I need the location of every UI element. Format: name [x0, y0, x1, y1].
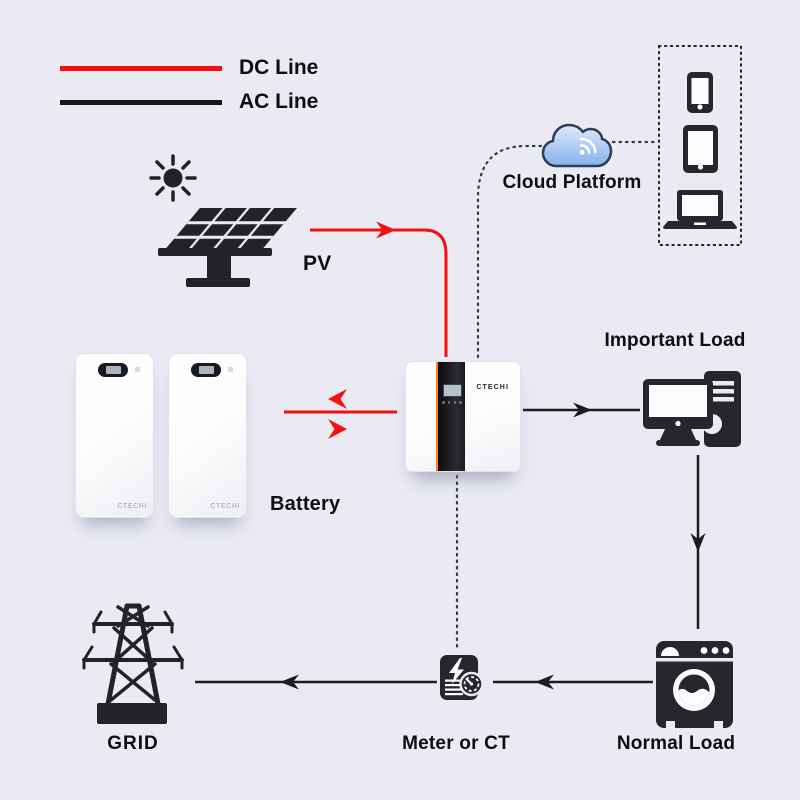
inverter-brand-logo: CTECHI — [476, 384, 509, 391]
dc-line-swatch — [60, 65, 222, 71]
ac-line-normal-load-to-meter — [493, 674, 653, 690]
battery-lcd — [105, 366, 121, 374]
battery-display — [191, 363, 221, 377]
client-devices-box — [658, 45, 742, 246]
inverter-front-panel — [436, 362, 465, 471]
dc-line-pv-to-inverter — [310, 221, 448, 357]
ac-line-important-to-normal-load — [690, 455, 706, 629]
ac-line-inverter-to-important-load — [523, 402, 640, 418]
battery-unit-1: CTECHI — [75, 353, 154, 518]
desktop-computer-icon — [643, 371, 741, 447]
transmission-tower-icon — [82, 603, 184, 724]
dc-line-label: DC Line — [239, 56, 319, 79]
ac-line-meter-to-grid — [195, 674, 437, 690]
smartphone-icon — [687, 72, 713, 113]
tablet-icon — [683, 125, 718, 173]
dc-line-battery-to-inverter — [284, 389, 397, 439]
battery-led — [135, 367, 140, 372]
washing-machine-icon — [656, 641, 733, 729]
laptop-icon — [663, 190, 737, 229]
meter-label: Meter or CT — [402, 733, 510, 754]
legend-dc: DC Line — [60, 56, 318, 80]
wifi-icon — [579, 137, 597, 155]
cloud-icon — [541, 123, 613, 168]
inverter-lcd-screen — [443, 384, 462, 397]
ac-line-swatch — [60, 99, 222, 105]
inverter-buttons — [442, 401, 462, 404]
hybrid-inverter: CTECHI — [405, 361, 521, 472]
battery-led — [228, 367, 233, 372]
battery-brand-logo: CTECHI — [117, 503, 147, 510]
battery-lcd — [198, 366, 214, 374]
battery-brand-logo: CTECHI — [210, 503, 240, 510]
legend-ac: AC Line — [60, 90, 318, 114]
battery-unit-2: CTECHI — [168, 353, 247, 518]
battery-label: Battery — [270, 493, 341, 515]
grid-label: GRID — [107, 733, 159, 754]
battery-display — [98, 363, 128, 377]
signal-line-inverter-to-cloud — [476, 144, 544, 359]
pv-label: PV — [303, 252, 332, 275]
solar-panel-icon — [158, 208, 297, 287]
normal-load-label: Normal Load — [616, 733, 736, 754]
energy-meter-icon — [440, 655, 484, 700]
ac-line-label: AC Line — [239, 90, 319, 113]
sun-icon — [149, 154, 197, 202]
important-load-label: Important Load — [604, 330, 746, 351]
cloud-platform-label: Cloud Platform — [502, 172, 642, 193]
